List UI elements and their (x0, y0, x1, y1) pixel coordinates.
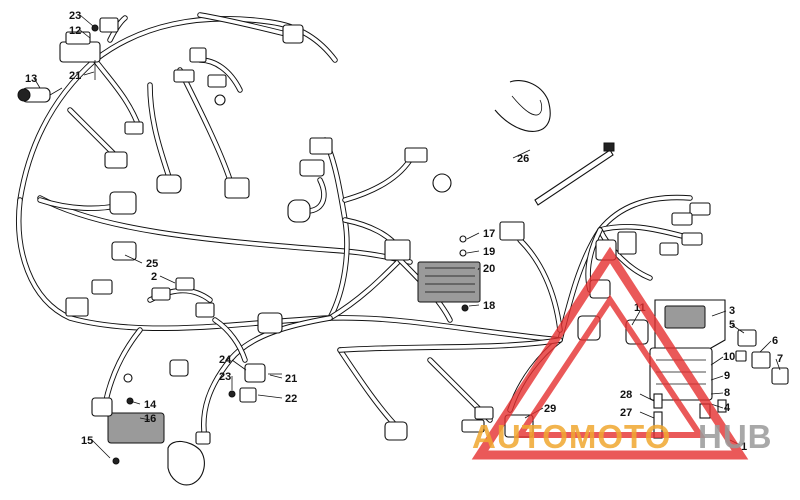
label-27: 27 (620, 407, 632, 419)
label-21-top: 21 (69, 70, 81, 82)
part-16-control-module (91, 397, 165, 465)
label-8: 8 (724, 387, 730, 399)
watermark-text-automoto: AUTOMOTO (472, 418, 671, 455)
center-connectors (287, 137, 525, 261)
label-18: 18 (483, 300, 495, 312)
main-harness (16, 12, 693, 443)
label-19: 19 (483, 246, 495, 258)
label-29: 29 (544, 403, 556, 415)
label-15: 15 (81, 435, 93, 447)
watermark-logo (471, 246, 749, 460)
label-10: 10 (723, 351, 735, 363)
label-1: 1 (741, 441, 747, 453)
label-13: 13 (25, 73, 37, 85)
label-24: 24 (219, 354, 232, 366)
label-17: 17 (483, 228, 495, 240)
part-labels: 23 12 13 21 26 17 19 20 18 25 2 14 16 15… (25, 10, 783, 453)
label-6: 6 (772, 335, 778, 347)
label-20: 20 (483, 263, 495, 275)
watermark-text-hub: HUB (698, 418, 773, 455)
sensor-bracket (167, 431, 211, 486)
lower-center-connectors (384, 406, 534, 441)
label-26: 26 (517, 153, 529, 165)
part-12-ignition-coil (59, 24, 101, 80)
part-20-voltage-regulator (417, 235, 481, 312)
top-connectors (99, 17, 304, 215)
label-28: 28 (620, 389, 632, 401)
label-14: 14 (144, 399, 157, 411)
label-3: 3 (729, 305, 735, 317)
label-9: 9 (724, 370, 730, 382)
label-25: 25 (146, 258, 158, 270)
watermark-text: AUTOMOTO HUB (472, 418, 773, 455)
label-5: 5 (729, 319, 735, 331)
label-23-bottom: 23 (219, 371, 231, 383)
label-21-bottom: 21 (285, 373, 297, 385)
label-4: 4 (724, 402, 731, 414)
leader-lines (33, 14, 781, 459)
relays-5-6-7 (735, 329, 789, 385)
part-13-bulb-socket (17, 87, 63, 103)
part-24-relay (228, 363, 282, 403)
label-2: 2 (151, 271, 157, 283)
label-12: 12 (69, 25, 81, 37)
label-16: 16 (144, 413, 156, 425)
part-26-cable-ties (494, 80, 615, 206)
label-7: 7 (777, 353, 783, 365)
left-lower-connectors (65, 241, 283, 383)
label-23-top: 23 (69, 10, 81, 22)
label-22: 22 (285, 393, 297, 405)
